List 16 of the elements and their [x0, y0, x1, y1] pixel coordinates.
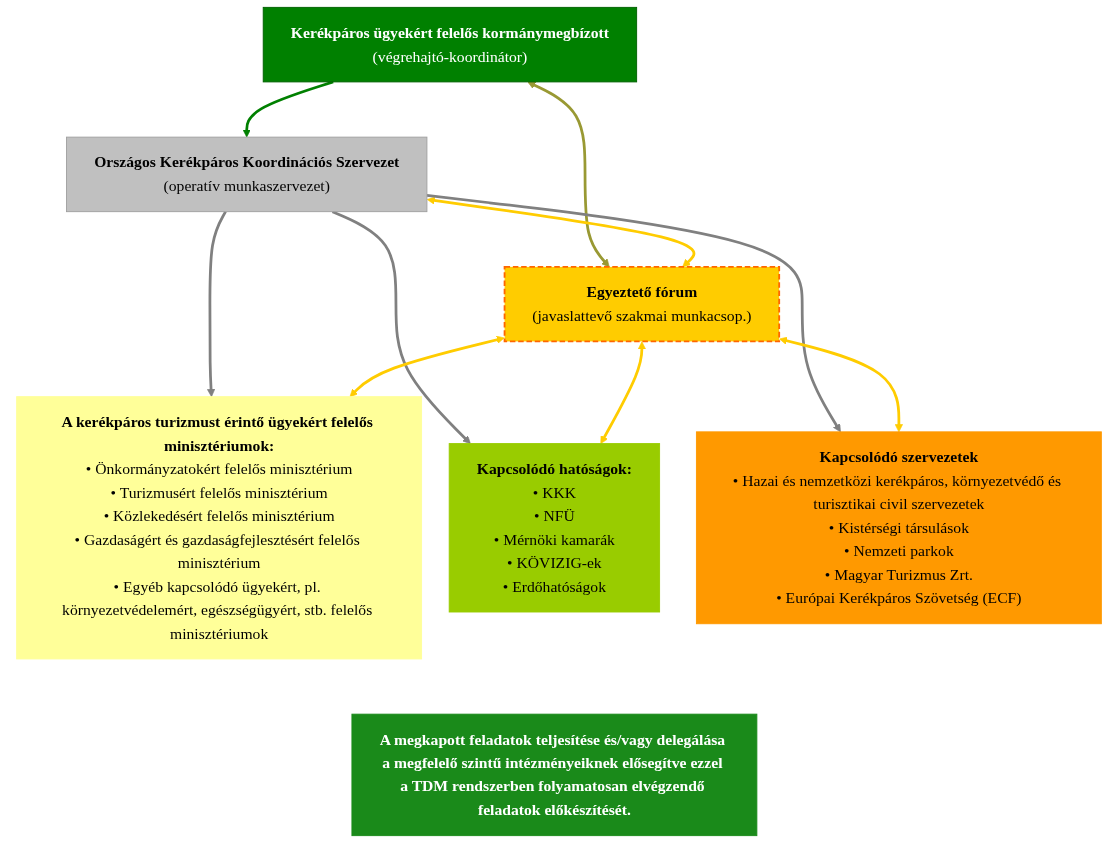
arrow: [331, 210, 471, 444]
arrow: [349, 335, 505, 397]
arrow: [426, 194, 841, 433]
arrow: [426, 196, 696, 268]
arrow: [600, 341, 646, 444]
arrow: [779, 336, 903, 433]
node-box: A kerékpáros turizmust érintő ügyekért felelős minisztériumok: • Önkormányzatokért felelős minisztérium • Turizmusért felelős minisztérium • Közlekedésért felelős minisztérium • Gazdaságért és gazdaságfejlesztésért felelős minisztérium • Egyéb kapcsolódó ügyekért, pl. környezetvédelemért, egészségügyért, stb. felelős minisztériumok: [16, 396, 423, 660]
arrow: [527, 81, 610, 268]
node-box: A megkapott feladatok teljesítése és/vagy delegálása a megfelelő szintű intézményeiknek elősegítve ezzel a TDM rendszerben folyamatosan elvégzendő feladatok előkészítését.: [351, 713, 758, 837]
node-box: Országos Kerékpáros Koordinációs Szervezet (operatív munkaszervezet): [66, 136, 428, 213]
node-box: Kapcsolódó szervezetek • Hazai és nemzetközi kerékpáros, környezetvédő és turisztikai civil szervezetek • Kistérségi társulások • Nemzeti parkok • Magyar Turizmus Zrt. • Európai Kerékpáros Szövetség (ECF): [695, 431, 1102, 625]
node-box: Kerékpáros ügyekért felelős kormánymegbízott (végrehajtó-koordinátor): [262, 6, 638, 83]
arrow: [242, 80, 334, 138]
node-box: Egyeztető fórum (javaslattevő szakmai munkacsop.): [503, 265, 781, 343]
node-box: Kapcsolódó hatóságok: • KKK • NFÜ • Mérnöki kamarák • KÖVIZIG-ek • Erdőhatóságok: [448, 443, 661, 613]
arrow: [207, 211, 227, 397]
